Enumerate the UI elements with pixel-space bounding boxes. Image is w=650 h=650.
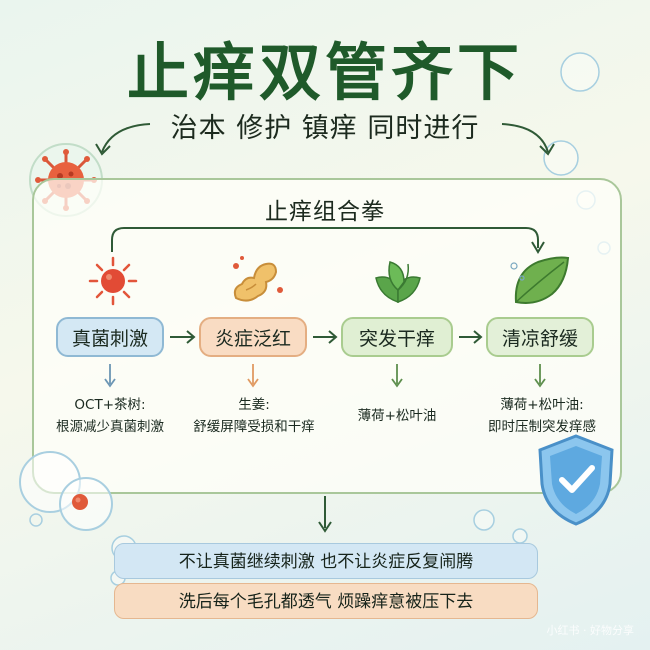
step-desc-line: 即时压制突发痒感 — [488, 419, 596, 435]
step-desc-line: 生姜: — [238, 397, 270, 413]
step-desc-line: OCT+茶树: — [74, 397, 146, 413]
mint-leaf-icon — [375, 261, 421, 304]
green-leaf-icon — [510, 256, 570, 304]
ginger-icon — [233, 256, 283, 302]
step-desc-line: 舒缓屏障受损和干痒 — [193, 419, 315, 435]
arrow-to-banners — [318, 496, 332, 533]
step-desc-cooling: 薄荷+松叶油: 即时压制突发痒感 — [468, 394, 616, 438]
step-desc-line: 根源减少真菌刺激 — [56, 419, 164, 435]
step-pill-inflammation: 炎症泛红 — [199, 317, 307, 357]
step-desc-sudden-itch: 薄荷+松叶油 — [330, 405, 464, 427]
step-pill-cooling: 清凉舒缓 — [486, 317, 594, 357]
flow-arrows-down — [104, 364, 546, 388]
spore-bubble-icon — [19, 451, 113, 531]
summary-banner-blue: 不让真菌继续刺激 也不让炎症反复闹腾 — [114, 543, 538, 579]
step-desc-inflammation: 生姜: 舒缓屏障受损和干痒 — [180, 394, 328, 438]
flow-arrows-horizontal — [170, 330, 483, 344]
curved-arrow-right — [501, 123, 555, 156]
shield-check-icon — [538, 434, 614, 526]
subtitle: 治本 修护 镇痒 同时进行 — [170, 113, 480, 144]
bracket-arrow — [111, 227, 545, 254]
step-desc-line: 薄荷+松叶油 — [357, 408, 437, 424]
summary-banner-orange: 洗后每个毛孔都透气 烦躁痒意被压下去 — [114, 583, 538, 619]
step-desc-fungal: OCT+茶树: 根源减少真菌刺激 — [40, 394, 180, 438]
step-pill-sudden-itch: 突发干痒 — [341, 317, 453, 357]
step-pill-fungal: 真菌刺激 — [56, 317, 164, 357]
panel-title: 止痒组合拳 — [265, 199, 385, 225]
watermark: 小红书 · 好物分享 — [546, 624, 635, 637]
curved-arrow-left — [95, 123, 151, 156]
sun-icon — [88, 256, 138, 306]
step-desc-line: 薄荷+松叶油: — [500, 397, 584, 413]
page-title: 止痒双管齐下 — [126, 36, 523, 109]
